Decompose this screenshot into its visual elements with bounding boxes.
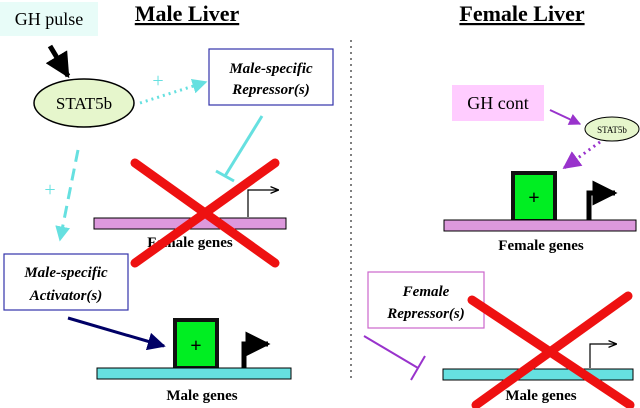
promoter-arrow-icon (241, 331, 271, 368)
promoter-arrow-icon (586, 180, 618, 220)
female-liver-female-gene: + Female genes (443, 171, 637, 254)
female-stat5b-node: STAT5b (584, 116, 640, 142)
male-repressor-line2: Repressor(s) (231, 82, 310, 98)
stat5b-label: STAT5b (56, 94, 112, 113)
activator-box-plus: + (190, 335, 201, 357)
male-repressor-box: Male-specific Repressor(s) (208, 48, 334, 106)
red-x-icon (467, 291, 635, 408)
male-repressor-line1: Male-specific (228, 61, 313, 77)
female-repressor-inhibition-line (363, 335, 426, 381)
female-liver-male-genes-label: Male genes (505, 388, 576, 404)
gh-cont-text: GH cont (467, 93, 529, 113)
red-x-icon (130, 158, 280, 268)
male-activator-line2: Activator(s) (29, 288, 103, 304)
promoter-arrow-icon (589, 344, 616, 368)
repressor-inhibition-line (215, 115, 264, 183)
plus-sign-repressor: + (152, 70, 163, 92)
gh-pulse-label: GH pulse (0, 2, 98, 36)
male-liver-title: Male Liver (135, 1, 240, 26)
gh-cont-arrow (549, 109, 582, 125)
stat5b-to-repressor-arrow (139, 78, 208, 105)
female-stat5b-label: STAT5b (597, 125, 627, 135)
male-activator-line1: Male-specific (23, 265, 108, 281)
gh-pulse-arrow (45, 44, 71, 79)
male-liver-male-genes-label: Male genes (166, 388, 237, 404)
male-liver-male-gene: + Male genes (96, 318, 292, 404)
plus-sign-activator: + (44, 179, 55, 201)
female-liver-male-gene: Male genes (442, 344, 634, 404)
female-repressor-line1: Female (402, 284, 450, 300)
activator-arrow (67, 316, 166, 351)
female-repressor-line2: Repressor(s) (386, 306, 465, 322)
female-liver-female-genes-label: Female genes (498, 238, 584, 254)
stat5b-node: STAT5b (33, 78, 135, 128)
female-box-plus: + (528, 187, 539, 209)
female-repressor-box: Female Repressor(s) (367, 271, 485, 329)
promoter-arrow-icon (247, 190, 278, 217)
male-activator-box: Male-specific Activator(s) (3, 253, 129, 311)
female-liver-title: Female Liver (459, 1, 584, 26)
gh-cont-label: GH cont (452, 85, 544, 121)
stat5b-to-activator-arrow (55, 149, 80, 242)
female-stat5b-dotted-arrow (562, 140, 601, 170)
gh-pulse-text: GH pulse (15, 9, 84, 29)
